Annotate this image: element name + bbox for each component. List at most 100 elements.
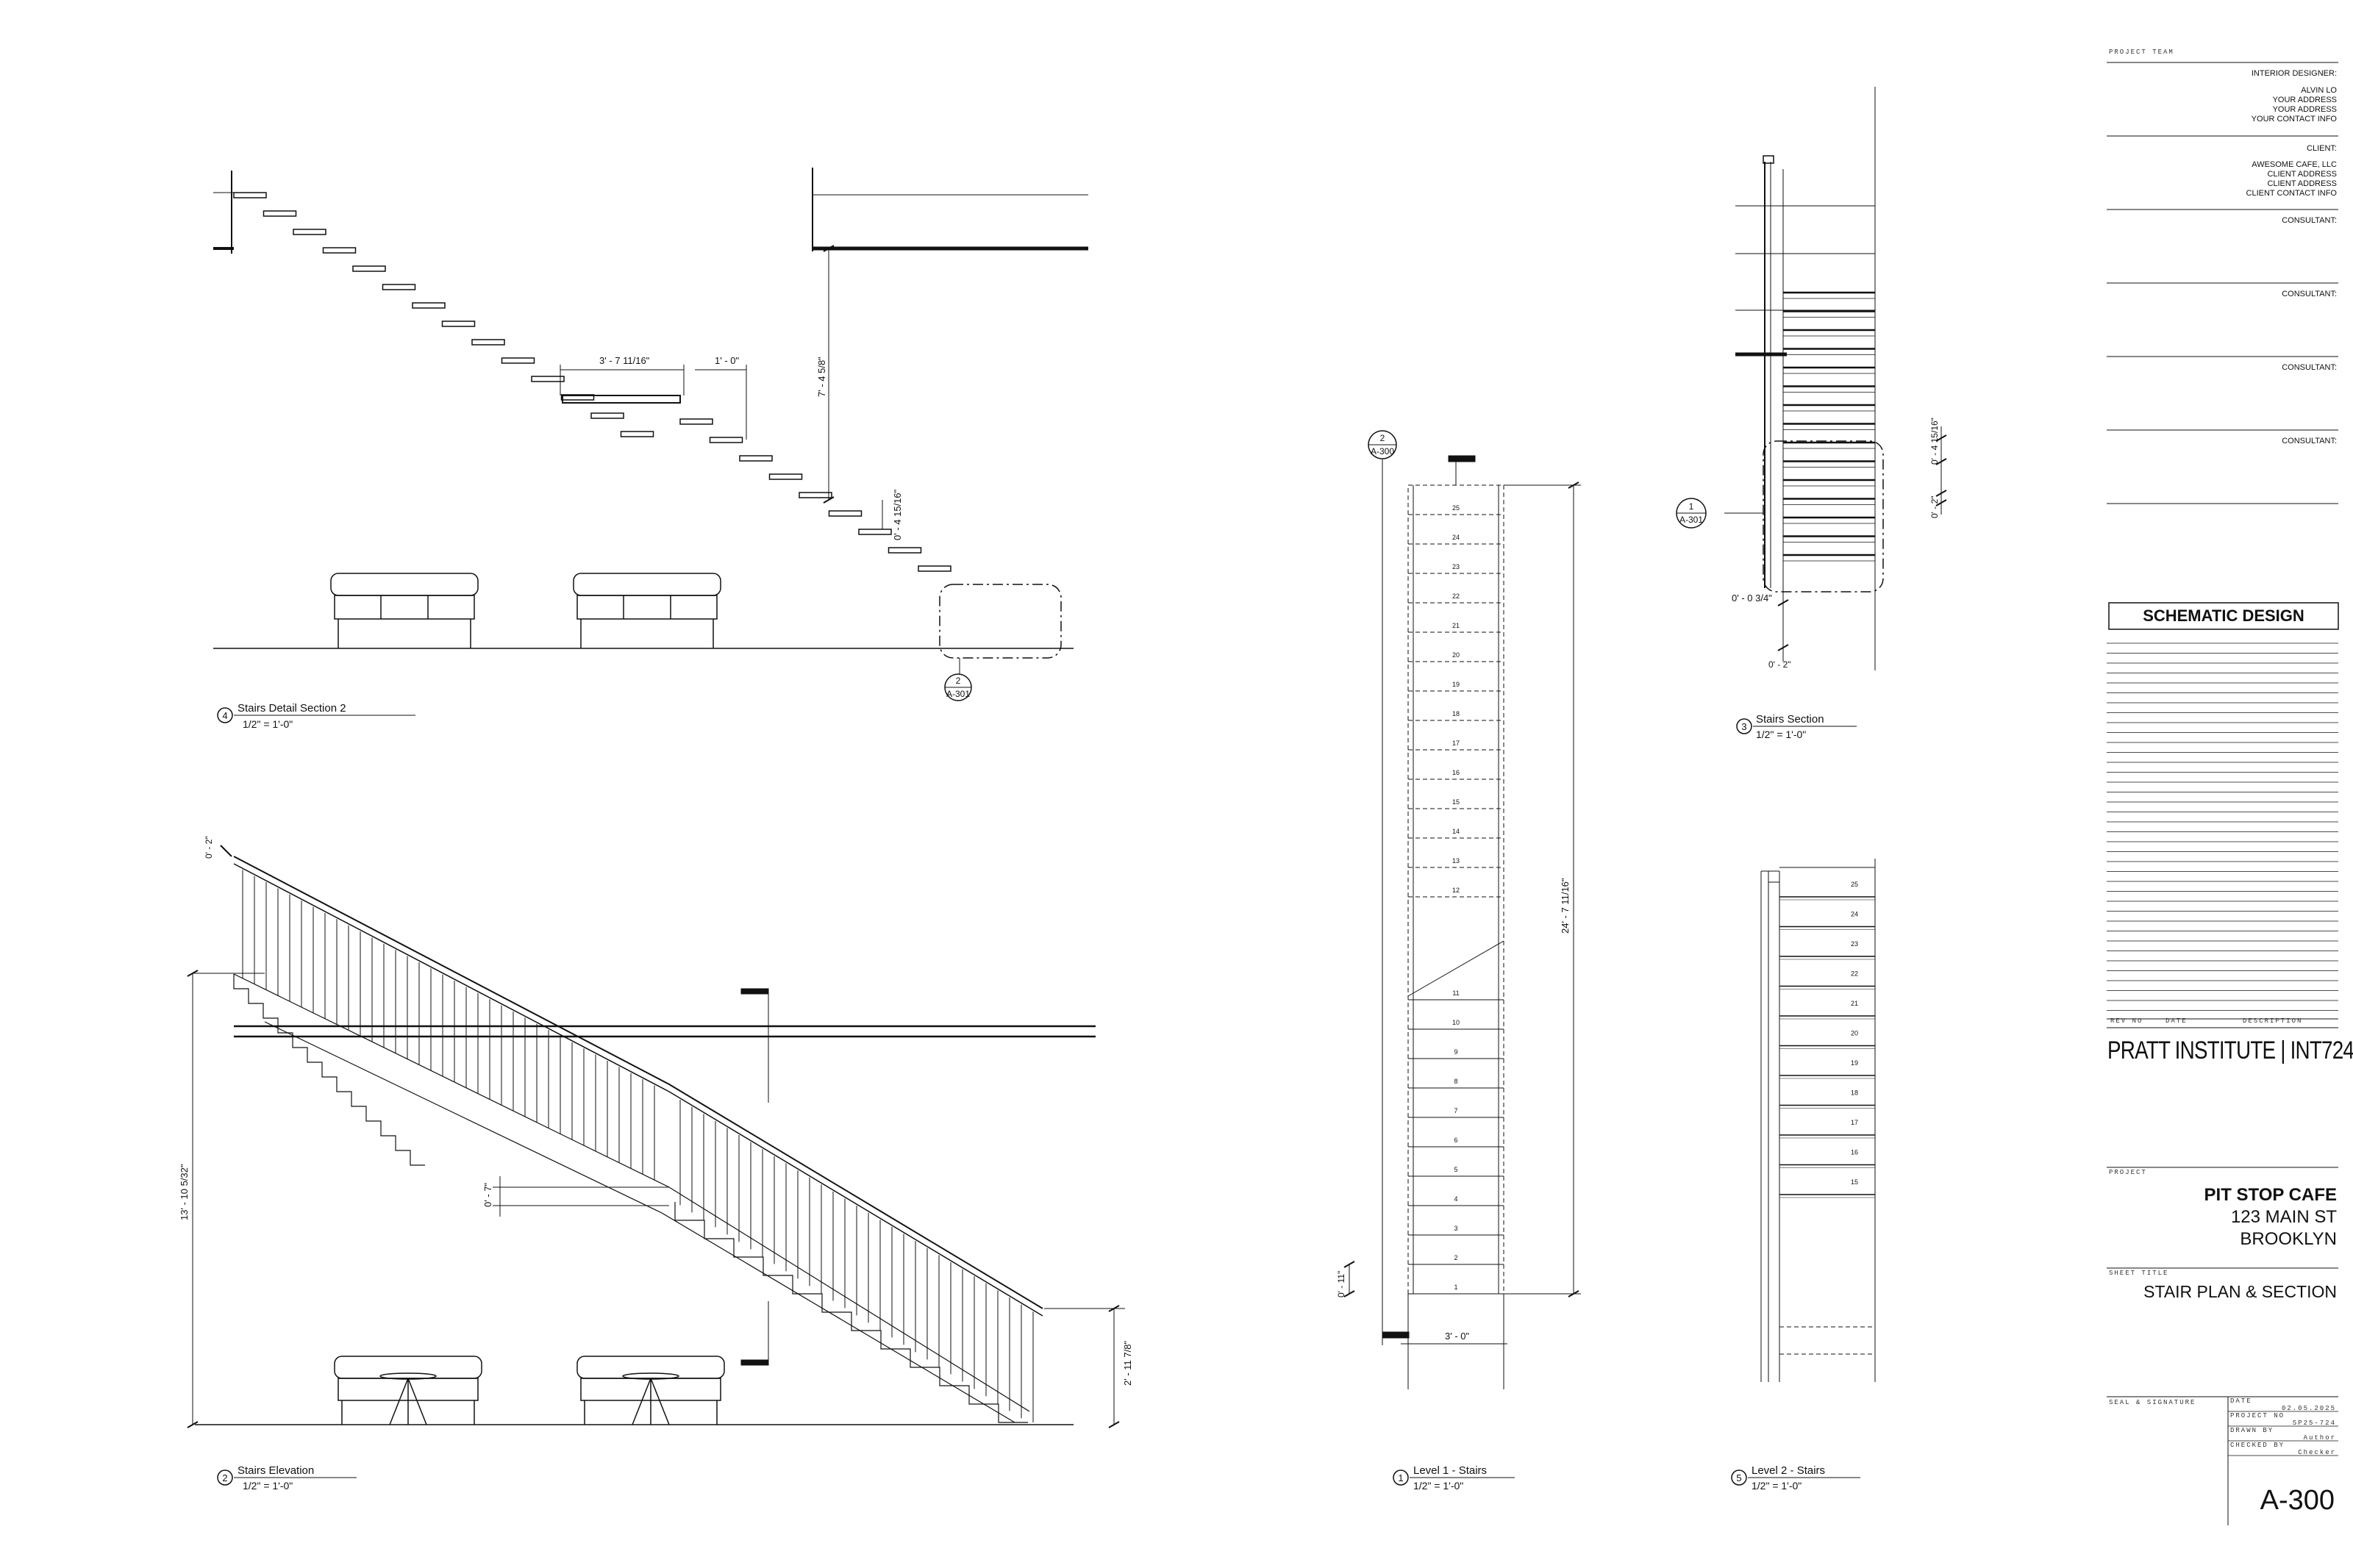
plan-tread-number: 14 <box>1452 828 1460 835</box>
floating-tread <box>679 418 713 425</box>
level1-plan-view <box>1343 455 1581 1389</box>
level2-tread-number: 24 <box>1851 911 1858 918</box>
elev-bench-2 <box>576 1356 725 1425</box>
project-no-label: PROJECT NO <box>2230 1412 2285 1420</box>
svg-text:2: 2 <box>1380 433 1385 443</box>
level2-tread-number: 23 <box>1851 940 1858 948</box>
svg-text:1/2" = 1'-0": 1/2" = 1'-0" <box>1752 1480 1802 1492</box>
elev-bench-1 <box>334 1356 482 1425</box>
consultant-1-label: CONSULTANT: <box>2282 216 2337 225</box>
school-name: PRATT INSTITUTE | INT724 <box>2107 1037 2353 1064</box>
sheet-title: STAIR PLAN & SECTION <box>2143 1282 2337 1301</box>
plan-tread-number: 2 <box>1454 1254 1457 1261</box>
plan-tread-number: 1 <box>1454 1284 1457 1291</box>
dim-plan-width: 3' - 0" <box>1445 1331 1469 1342</box>
view-title-elevation: 2 Stairs Elevation 1/2" = 1'-0" <box>217 1464 357 1492</box>
svg-text:1/2" = 1'-0": 1/2" = 1'-0" <box>1756 728 1806 740</box>
floating-tread <box>918 565 951 572</box>
rev-desc-header: DESCRIPTION <box>2243 1017 2303 1025</box>
plan-tread-number: 22 <box>1452 593 1460 600</box>
plan-tread-numbers: 2524232221201918171615141312111098765432… <box>1452 504 1460 1291</box>
level2-tread-number: 19 <box>1851 1059 1858 1067</box>
project-label: PROJECT <box>2109 1169 2147 1176</box>
project-address-2: BROOKLYN <box>2240 1229 2337 1249</box>
floating-tread <box>709 437 743 443</box>
consultant-4-label: CONSULTANT: <box>2282 437 2337 445</box>
dim-plan-offset: 0' - 11" <box>1336 1271 1346 1297</box>
plan-tread-number: 5 <box>1454 1166 1457 1173</box>
svg-text:5: 5 <box>1736 1472 1741 1483</box>
floating-tread <box>263 210 297 217</box>
project-name: PIT STOP CAFE <box>2204 1185 2337 1205</box>
level2-tread-number: 17 <box>1851 1119 1858 1126</box>
svg-text:3: 3 <box>1741 721 1746 732</box>
plan-tread-number: 20 <box>1452 651 1460 659</box>
plan-tread-number: 13 <box>1452 857 1460 864</box>
consultant-3-label: CONSULTANT: <box>2282 363 2337 372</box>
plan-tread-number: 24 <box>1452 534 1460 541</box>
sheet-title-label: SHEET TITLE <box>2109 1270 2169 1277</box>
detail-treads <box>233 192 951 572</box>
consultant-2-label: CONSULTANT: <box>2282 290 2337 298</box>
floating-tread <box>293 229 326 235</box>
sheet-number: A-300 <box>2260 1485 2335 1516</box>
floating-tread <box>352 265 386 272</box>
level2-tread-number: 22 <box>1851 970 1858 978</box>
svg-text:1/2" = 1'-0": 1/2" = 1'-0" <box>243 1480 293 1492</box>
plan-tread-number: 25 <box>1452 504 1460 512</box>
level2-plan-view <box>1760 859 1876 1382</box>
plan-tread-number: 18 <box>1452 710 1460 717</box>
floating-tread <box>382 284 416 290</box>
project-team-label: PROJECT TEAM <box>2109 49 2174 56</box>
seal-label: SEAL & SIGNATURE <box>2109 1399 2196 1406</box>
client-label: CLIENT: <box>2307 144 2337 153</box>
svg-text:Level 2 - Stairs: Level 2 - Stairs <box>1752 1464 1825 1477</box>
designer-info: ALVIN LO YOUR ADDRESS YOUR ADDRESS YOUR … <box>2251 86 2337 123</box>
level2-tread-number: 21 <box>1851 1000 1858 1007</box>
svg-text:Level 1 - Stairs: Level 1 - Stairs <box>1413 1464 1487 1477</box>
plan-tread-number: 10 <box>1452 1019 1460 1026</box>
level2-tread-number: 20 <box>1851 1030 1858 1037</box>
view-title-section: 3 Stairs Section 1/2" = 1'-0" <box>1736 713 1857 740</box>
section-ref-bubble: 1 A-301 <box>1676 498 1707 529</box>
checked-by-label: CHECKED BY <box>2230 1442 2285 1449</box>
date-value: 02.05.2025 <box>2281 1405 2336 1412</box>
svg-text:Stairs Detail Section 2: Stairs Detail Section 2 <box>238 702 346 715</box>
project-no-value: SP25-724 <box>2292 1420 2336 1427</box>
dim-sec-bottom: 0' - 2" <box>1768 659 1791 670</box>
stairs-section-view <box>1724 87 1947 670</box>
checked-by-value: Checker <box>2298 1449 2336 1456</box>
elevation-upper-steps <box>233 974 425 1166</box>
svg-text:4: 4 <box>222 710 227 721</box>
detail-ref-bubble: 2 A-301 <box>944 673 972 701</box>
floating-tread <box>322 247 357 254</box>
plan-tread-number: 8 <box>1454 1078 1457 1085</box>
drawn-by-label: DRAWN BY <box>2230 1427 2274 1434</box>
floating-tread <box>471 339 505 346</box>
floating-tread <box>531 376 565 382</box>
svg-text:2: 2 <box>222 1472 227 1483</box>
floating-tread <box>501 357 535 364</box>
plan-ref-bubble: 2 A-300 <box>1368 430 1397 459</box>
date-label: DATE <box>2230 1397 2252 1405</box>
detail-section-view <box>213 168 1088 675</box>
dim-sec-riser: 0' - 4 15/16" <box>1929 418 1940 465</box>
svg-text:Stairs Elevation: Stairs Elevation <box>238 1464 314 1477</box>
bench-1 <box>330 573 479 648</box>
svg-text:Stairs Section: Stairs Section <box>1756 713 1824 726</box>
plan-tread-number: 12 <box>1452 887 1460 894</box>
dim-riser-gap: 0' - 4 15/16" <box>892 489 903 540</box>
svg-text:1/2" = 1'-0": 1/2" = 1'-0" <box>243 718 293 730</box>
elevation-view <box>187 845 1125 1428</box>
level2-tread-number: 25 <box>1851 881 1858 888</box>
dim-tread-depth: 1' - 0" <box>715 355 739 366</box>
elevation-lower-steps <box>674 1202 1028 1423</box>
plan-tread-number: 11 <box>1452 989 1459 997</box>
floating-tread <box>412 302 446 309</box>
floating-tread <box>590 412 624 419</box>
dim-top-offset: 0' - 2" <box>204 836 214 859</box>
floating-tread <box>739 455 773 462</box>
plan-tread-number: 17 <box>1452 740 1460 747</box>
svg-text:1/2" = 1'-0": 1/2" = 1'-0" <box>1413 1480 1463 1492</box>
